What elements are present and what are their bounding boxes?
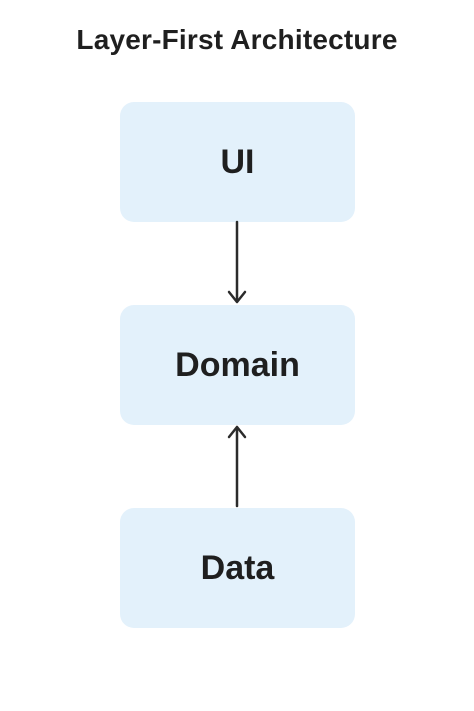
data-layer-box: Data bbox=[120, 508, 355, 628]
domain-layer-box: Domain bbox=[120, 305, 355, 425]
data-layer-label: Data bbox=[200, 548, 275, 587]
arrow-data-to-domain bbox=[227, 425, 247, 508]
ui-layer-box: UI bbox=[120, 102, 355, 222]
arrow-ui-to-domain bbox=[227, 220, 247, 304]
domain-layer-label: Domain bbox=[175, 345, 300, 384]
ui-layer-label: UI bbox=[220, 142, 255, 181]
diagram-title: Layer-First Architecture bbox=[76, 24, 398, 55]
